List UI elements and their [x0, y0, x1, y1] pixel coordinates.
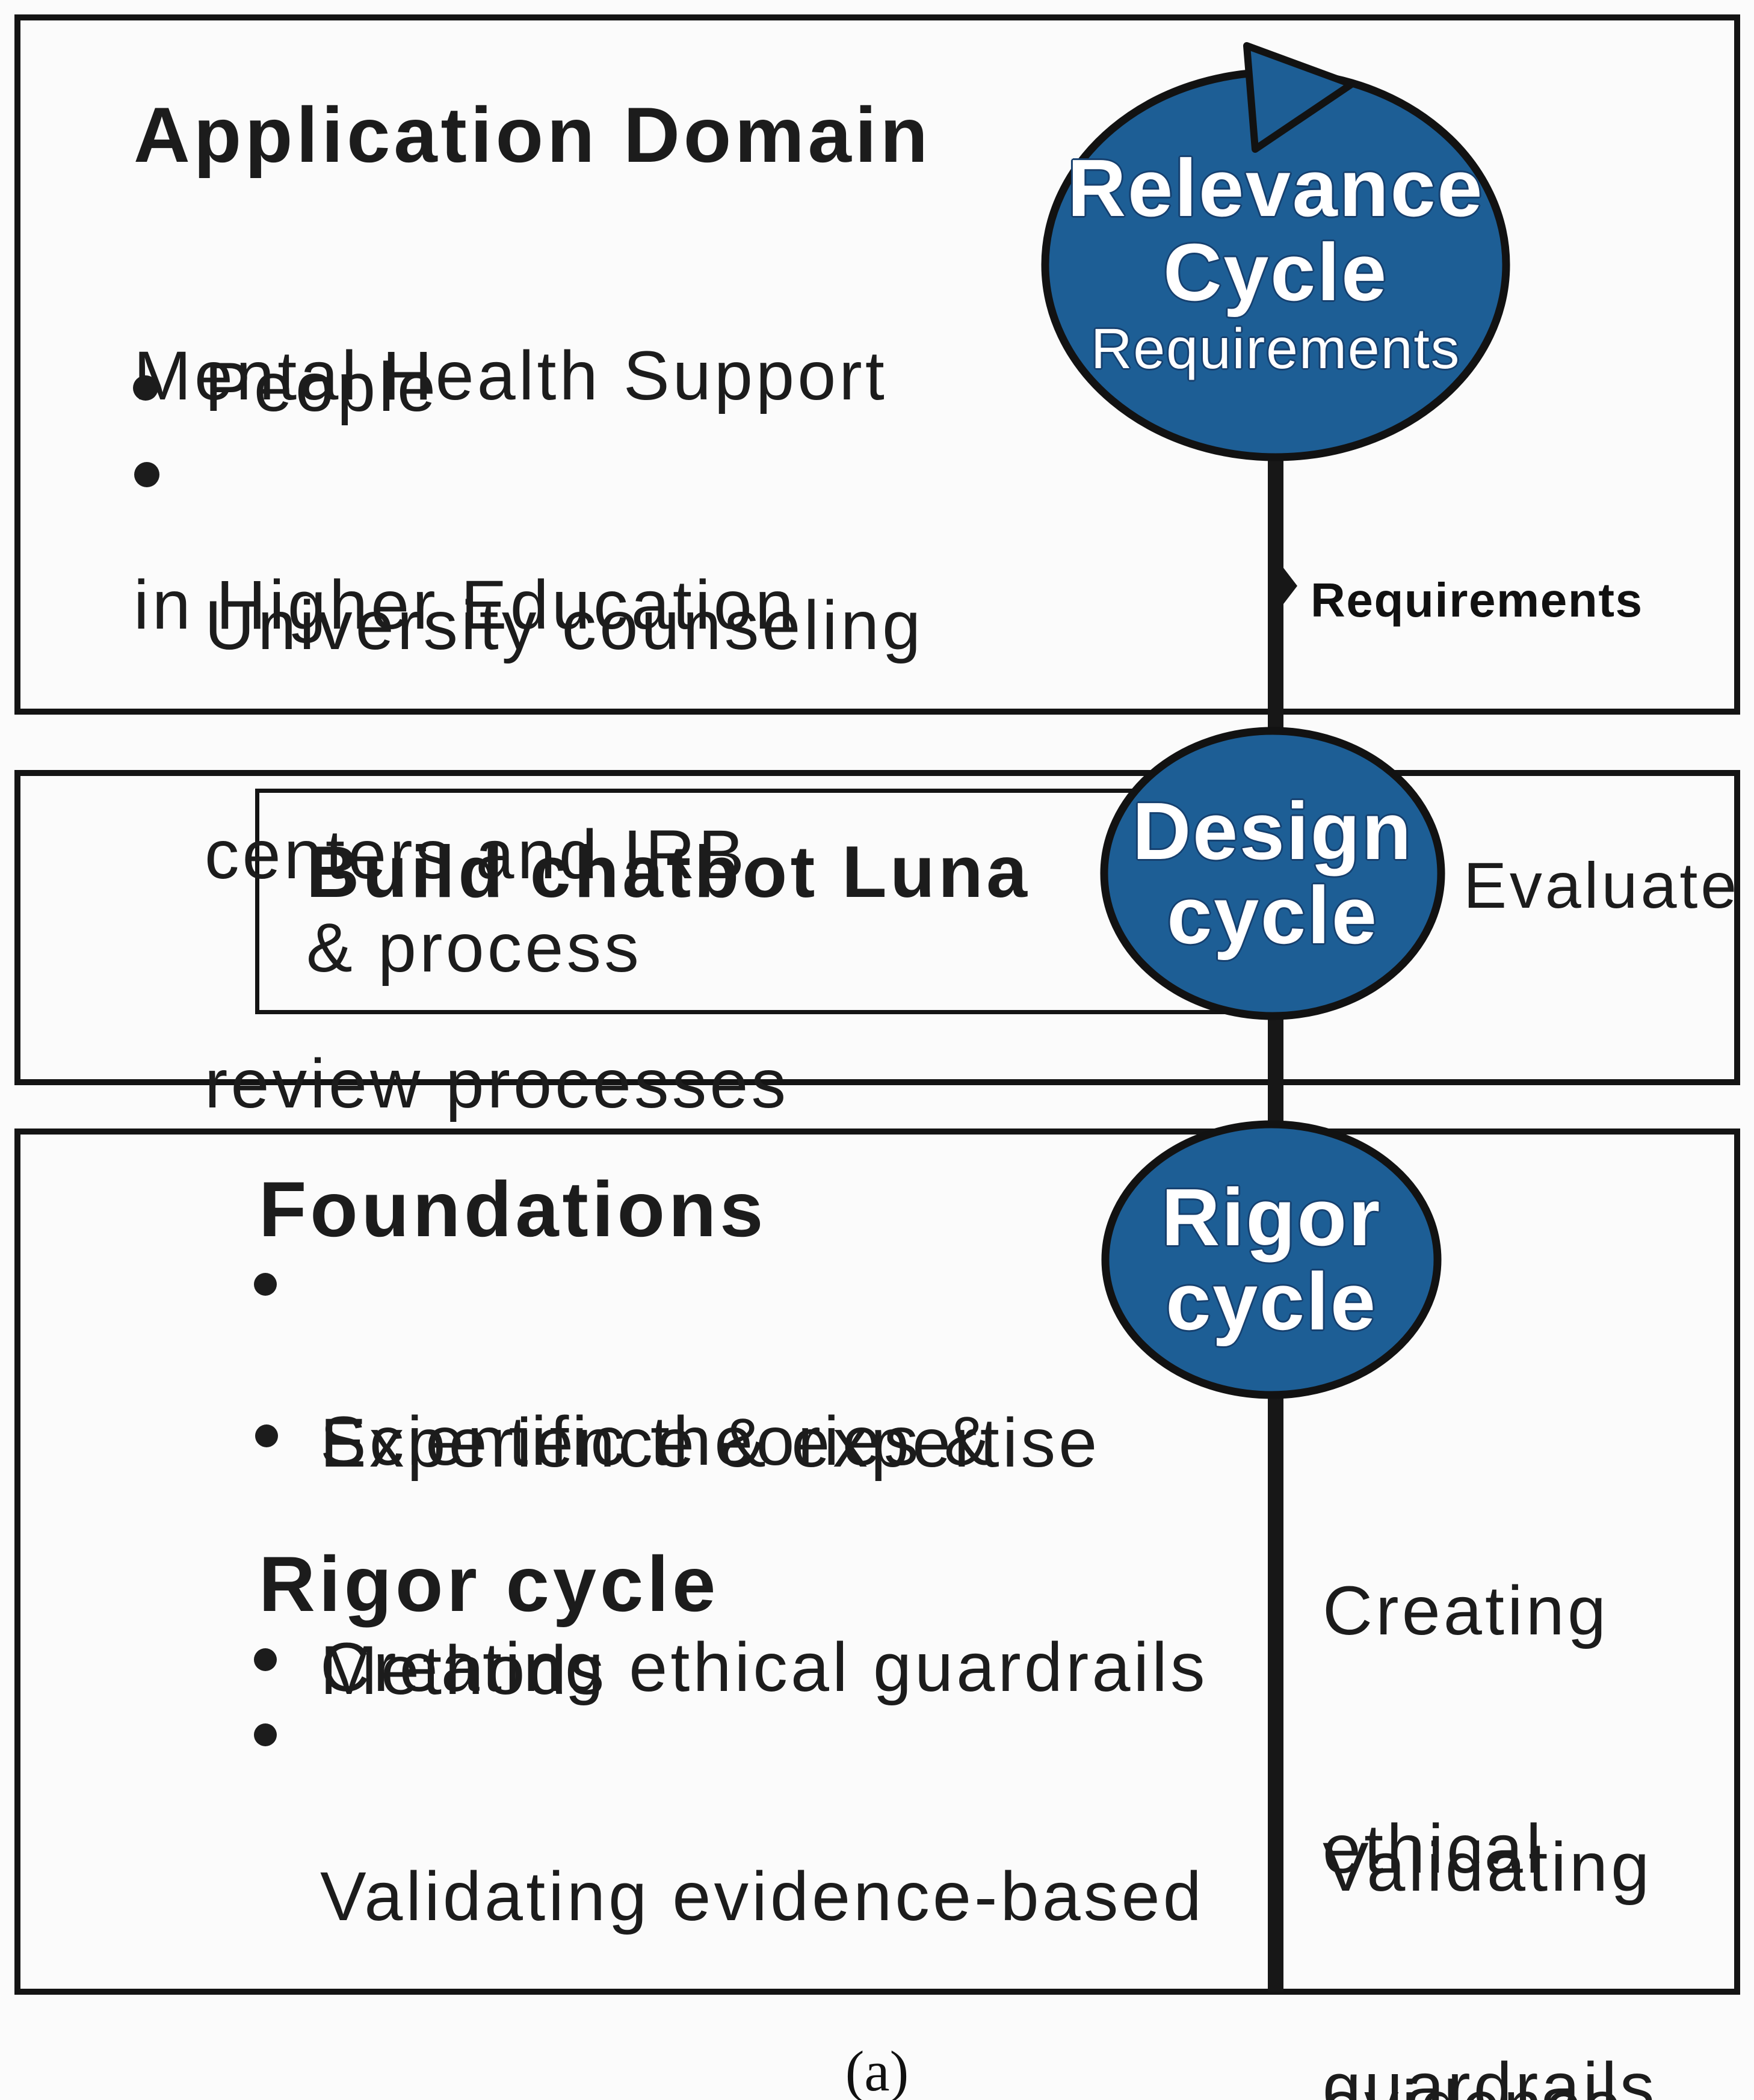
foundations-title: Foundations: [259, 1165, 767, 1253]
bullet-dot-icon: [254, 1723, 277, 1746]
column-line: ethical: [1323, 1811, 1545, 1888]
column-line: Creating: [1323, 1572, 1610, 1649]
column-line: Validating: [1323, 1829, 1653, 1906]
bullet-university: University counseling centers and IRB re…: [205, 435, 924, 1275]
cycle-label-line: cycle: [1167, 870, 1379, 961]
column-line: guardrails: [1323, 2049, 1658, 2100]
bullet-line: centers and IRB: [205, 816, 748, 893]
bullet-people: People: [205, 349, 439, 426]
evaluate-label: Evaluate: [1463, 849, 1740, 922]
bullet-scientific-theories: Scientific theories & Methods: [320, 1251, 993, 1862]
subtitle-line: in Higher Education: [134, 567, 797, 644]
subtitle-line: Mental Health Support: [134, 337, 888, 414]
design-box: [14, 770, 1740, 1085]
bullet-dot-icon: [134, 462, 159, 487]
build-chatbot-title: Build chatbot Luna: [306, 831, 1031, 913]
rigor-cycle-title: Rigor cycle: [259, 1540, 720, 1628]
bullet-line: Methods: [320, 1632, 608, 1709]
rigor-cycle-label: Rigor cycle: [1031, 1169, 1512, 1350]
bullet-dot-icon: [254, 1273, 277, 1296]
figure-caption: (a): [845, 2039, 909, 2100]
flow-arrowhead-icon: [1283, 568, 1297, 604]
bullet-dot-icon: [133, 375, 158, 401]
bullet-line: responses: [320, 2088, 1205, 2100]
rigor-cycle-ellipse: [1101, 1120, 1442, 1399]
cycle-label-line: cycle: [1166, 1256, 1377, 1347]
application-domain-title: Application Domain: [134, 91, 931, 179]
application-domain-subtitle: Mental Health Support in Higher Educatio…: [134, 185, 888, 796]
bullet-validating-responses: Validating evidence-based responses: [320, 1706, 1205, 2100]
relevance-cycle-label: Relevance Cycle Requirements: [1035, 138, 1516, 391]
rigor-output-validating: Validating evidence- based responses: [1323, 1669, 1670, 2100]
cycle-label-line: Relevance: [1067, 142, 1484, 233]
bullet-dot-icon: [255, 1424, 278, 1447]
cycle-label-line: Design: [1132, 786, 1413, 876]
cycle-arrow-icon: [1243, 42, 1355, 153]
design-cycle-ellipse: [1100, 727, 1445, 1020]
bullet-line: Validating evidence-based: [320, 1858, 1205, 1935]
bullet-line: review processes: [205, 1045, 789, 1122]
rigor-output-creating: Creating ethical guardrails: [1323, 1412, 1658, 2100]
design-cycle-label: Design cycle: [1032, 783, 1513, 964]
bullet-creating-guardrails: Creating ethical guardrails: [320, 1629, 1208, 1706]
cycle-label-line: Cycle: [1163, 226, 1388, 318]
column-line: evidence-: [1323, 2066, 1670, 2100]
build-chatbot-subtitle: & process: [306, 910, 642, 987]
bullet-line: Scientific theories &: [320, 1403, 993, 1480]
bullet-line: University counseling: [205, 587, 924, 664]
foundations-box: [14, 1129, 1740, 1995]
cycle-label-line: Requirements: [1090, 316, 1461, 381]
cycle-label-line: Rigor: [1161, 1172, 1382, 1263]
application-domain-box: [14, 14, 1740, 715]
bullet-dot-icon: [254, 1648, 277, 1671]
bullet-experience: Experience & expertise: [320, 1405, 1101, 1482]
requirements-label: Requirements: [1311, 573, 1643, 627]
